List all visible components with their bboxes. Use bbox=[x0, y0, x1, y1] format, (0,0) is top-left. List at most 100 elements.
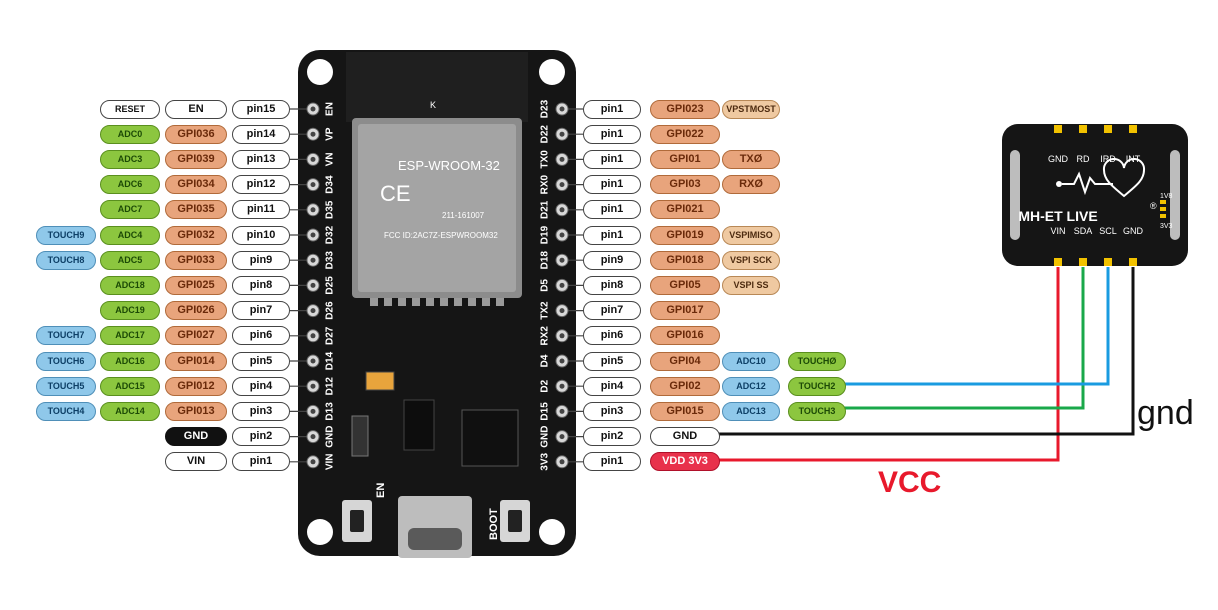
pin-number-label: pin1 bbox=[583, 225, 641, 245]
gnd-label: gnd bbox=[1137, 394, 1194, 432]
sensor-pad bbox=[1104, 125, 1112, 133]
gpio-label: GND bbox=[650, 427, 720, 447]
module-pads bbox=[370, 298, 504, 306]
header-label: EN bbox=[325, 102, 336, 116]
mount-hole bbox=[539, 519, 565, 545]
gpio-label: GPI036 bbox=[165, 124, 227, 144]
esp32-board bbox=[290, 50, 583, 558]
ce-mark: CE bbox=[380, 181, 411, 206]
gpio-label: GPI034 bbox=[165, 175, 227, 195]
header-label: RX2 bbox=[540, 326, 551, 346]
sensor-pad bbox=[1054, 258, 1062, 266]
pin-number-label: pin4 bbox=[232, 376, 290, 396]
pin-number-label: pin1 bbox=[583, 124, 641, 144]
touch-label: TOUCH7 bbox=[36, 326, 96, 346]
function-label: VSPIMISO bbox=[722, 225, 780, 245]
sensor-pad bbox=[1104, 258, 1112, 266]
sensor-pad bbox=[1129, 125, 1137, 133]
sensor-pad bbox=[1054, 125, 1062, 133]
adc-label: RESET bbox=[100, 99, 160, 119]
function-label: VSPI SCK bbox=[722, 250, 780, 270]
vcc-label: VCC bbox=[878, 466, 942, 499]
gpio-label: GND bbox=[165, 427, 227, 447]
header-label: D18 bbox=[540, 251, 551, 270]
gpio-label: GPI05 bbox=[650, 275, 720, 295]
touch-label: TOUCH5 bbox=[36, 376, 96, 396]
pin-number-label: pin10 bbox=[232, 225, 290, 245]
header-label: D5 bbox=[540, 279, 551, 292]
pin-number-label: pin2 bbox=[232, 427, 290, 447]
adc-label: ADC5 bbox=[100, 250, 160, 270]
right-header bbox=[555, 102, 583, 469]
sensor-slot bbox=[1170, 150, 1180, 240]
pin-number-label: pin5 bbox=[232, 351, 290, 371]
gpio-label: GPI026 bbox=[165, 301, 227, 321]
adc-label: ADC18 bbox=[100, 275, 160, 295]
header-label: D14 bbox=[325, 351, 336, 370]
sensor-pin-label: INT bbox=[1126, 154, 1141, 164]
gpio-label: GPI019 bbox=[650, 225, 720, 245]
gpio-label: GPI032 bbox=[165, 225, 227, 245]
registered-mark: ® bbox=[1150, 201, 1157, 211]
sensor-name: MH-ET LIVE bbox=[1018, 208, 1097, 224]
gpio-label: GPI027 bbox=[165, 326, 227, 346]
header-label: D4 bbox=[540, 354, 551, 367]
fcc-id: FCC ID:2AC7Z-ESPWROOM32 bbox=[384, 231, 498, 240]
sensor-pin-label: GND bbox=[1123, 226, 1144, 236]
gpio-label: VIN bbox=[165, 452, 227, 472]
antenna-area bbox=[346, 52, 528, 122]
sensor-pads bbox=[1054, 125, 1137, 266]
pin-number-label: pin3 bbox=[583, 401, 641, 421]
header-label: D13 bbox=[325, 402, 336, 421]
tantalum-cap bbox=[365, 371, 395, 391]
pin-number-label: pin3 bbox=[232, 401, 290, 421]
adc-label: ADC19 bbox=[100, 301, 160, 321]
gpio-label: GPI014 bbox=[165, 351, 227, 371]
gpio-label: GPI013 bbox=[165, 401, 227, 421]
header-label: D33 bbox=[325, 251, 336, 270]
pin-number-label: pin2 bbox=[583, 427, 641, 447]
adc-label: ADC4 bbox=[100, 225, 160, 245]
header-label: VN bbox=[325, 152, 336, 166]
gpio-label: GPI03 bbox=[650, 175, 720, 195]
voltage-1v8: 1V8 bbox=[1160, 193, 1173, 200]
header-label: D12 bbox=[325, 377, 336, 396]
function-label: ADC10 bbox=[722, 351, 780, 371]
touch-label: TOUCH9 bbox=[36, 225, 96, 245]
header-label: D25 bbox=[325, 276, 336, 295]
wires bbox=[700, 267, 1135, 462]
adc-label: ADC17 bbox=[100, 326, 160, 346]
waveform-icon bbox=[1062, 171, 1113, 196]
adc-label: ADC0 bbox=[100, 124, 160, 144]
header-label: TX2 bbox=[540, 301, 551, 320]
header-label: RX0 bbox=[540, 174, 551, 194]
header-label: GND bbox=[325, 425, 336, 447]
pin-number-label: pin12 bbox=[232, 175, 290, 195]
pin-number-label: pin1 bbox=[583, 452, 641, 472]
gpio-label: GPI015 bbox=[650, 401, 720, 421]
pin-number-label: pin6 bbox=[232, 326, 290, 346]
gnd-wire bbox=[700, 267, 1135, 436]
module-name: ESP-WROOM-32 bbox=[398, 158, 500, 173]
gpio-label: GPI033 bbox=[165, 250, 227, 270]
sensor-slot bbox=[1010, 150, 1020, 240]
touch-label: TOUCH3 bbox=[788, 401, 846, 421]
adc-label: ADC7 bbox=[100, 200, 160, 220]
pin-number-label: pin8 bbox=[583, 275, 641, 295]
left-header bbox=[290, 102, 320, 469]
touch-label: TOUCH6 bbox=[36, 351, 96, 371]
adc-label: ADC15 bbox=[100, 376, 160, 396]
header-label: D19 bbox=[540, 225, 551, 244]
pin-number-label: pin9 bbox=[232, 250, 290, 270]
en-button-label: EN bbox=[375, 483, 387, 498]
sensor-pin-label: VIN bbox=[1050, 226, 1065, 236]
mount-hole bbox=[307, 519, 333, 545]
function-label: ADC13 bbox=[722, 401, 780, 421]
mount-hole bbox=[539, 59, 565, 85]
pin-number-label: pin11 bbox=[232, 200, 290, 220]
pin-number-label: pin8 bbox=[232, 275, 290, 295]
pin-number-label: pin1 bbox=[583, 175, 641, 195]
